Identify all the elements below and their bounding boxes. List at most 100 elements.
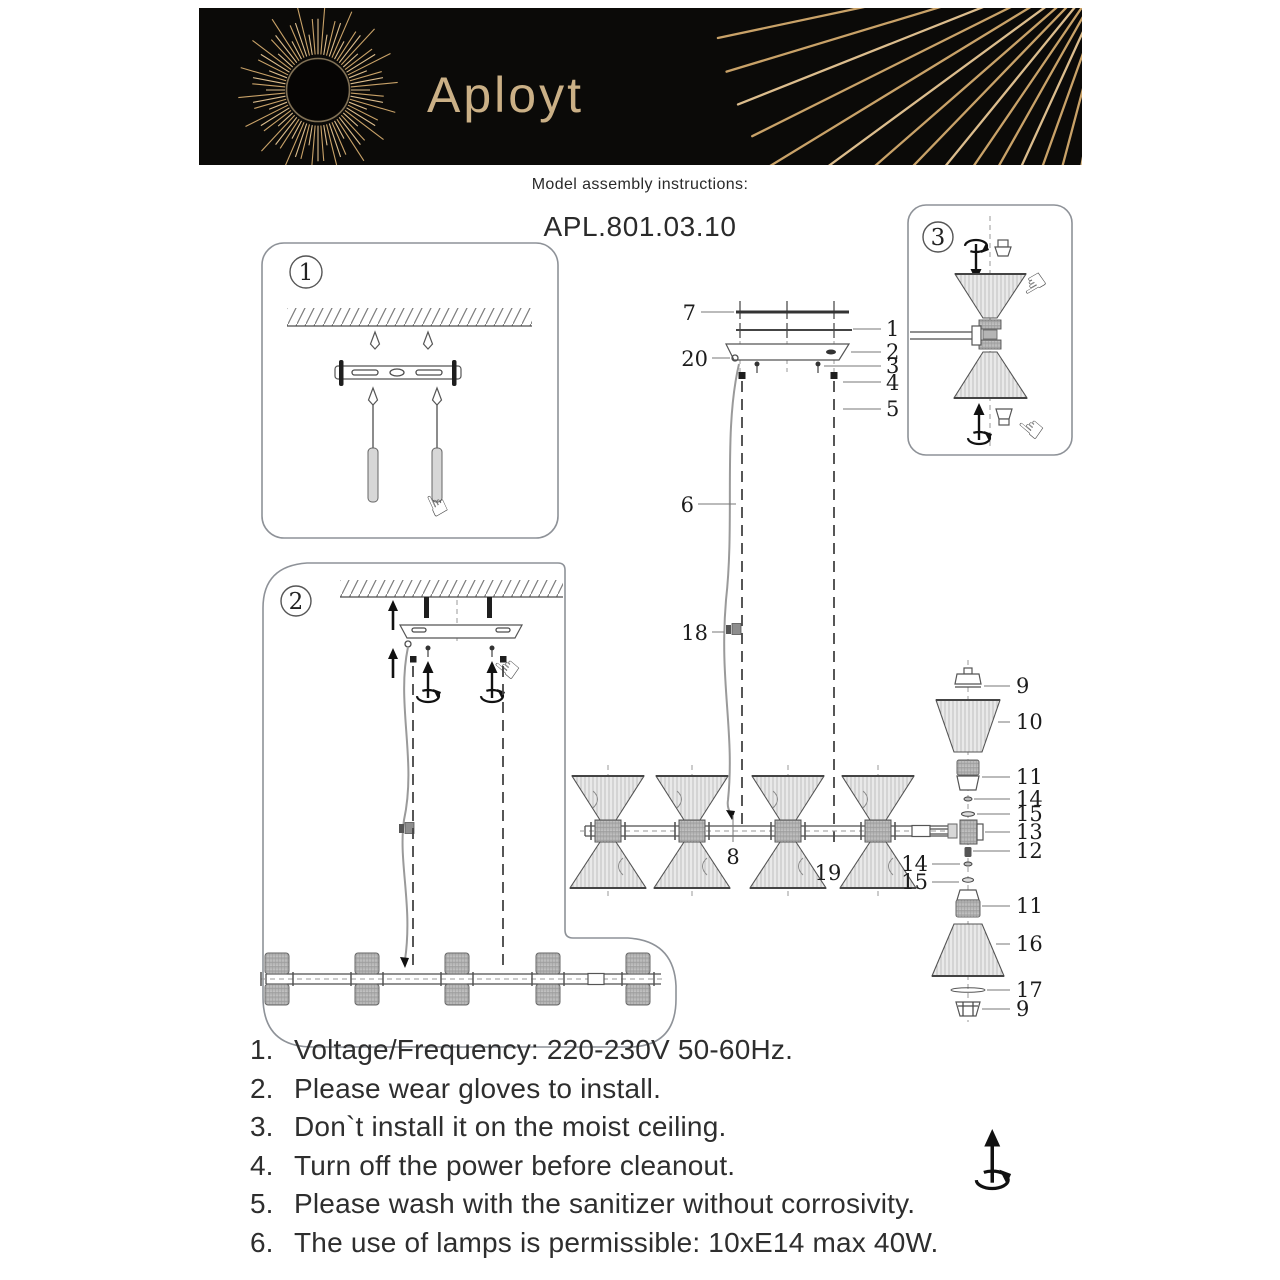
part-label: 19 — [815, 861, 842, 885]
suspension-rod — [431, 387, 443, 503]
part-label: 1 — [886, 317, 899, 341]
part-label: 11 — [1016, 765, 1043, 789]
parts-column — [930, 660, 1005, 1022]
instruction-item: 6. The use of lamps is permissible: 10xE… — [250, 1226, 1080, 1265]
cable-stopper — [738, 372, 746, 379]
socket-part — [955, 889, 981, 918]
cap-part — [955, 1001, 981, 1017]
part-label: 14 — [1016, 787, 1043, 811]
corner-rays-decoration — [716, 8, 1082, 165]
instruction-item: 4. Turn off the power before cleanout. — [250, 1149, 1080, 1188]
up-arrow-icon — [386, 598, 400, 632]
part-label: 20 — [681, 347, 708, 371]
ceiling-hatch — [340, 580, 563, 598]
cord-arrow — [726, 810, 735, 820]
instruction-number: 5. — [250, 1188, 274, 1220]
model-number: APL.801.03.10 — [543, 211, 737, 242]
cord-hook — [404, 640, 412, 648]
ceiling-screw — [424, 597, 429, 618]
part-label: 17 — [1016, 978, 1043, 1002]
ceiling-screw — [487, 597, 492, 618]
instruction-list: 1. Voltage/Frequency: 220-230V 50-60Hz. … — [250, 1033, 1080, 1265]
cord-arrow — [400, 957, 409, 968]
joint-part — [930, 819, 984, 845]
mounting-bracket — [334, 360, 462, 386]
part-label: 13 — [1016, 820, 1043, 844]
ring-part — [963, 796, 973, 802]
canopy-screws — [754, 361, 821, 373]
part-label: 3 — [886, 354, 899, 378]
instruction-number: 3. — [250, 1111, 274, 1143]
washer-part — [962, 877, 974, 883]
step-number: 2 — [289, 589, 304, 615]
cable-stopper — [500, 656, 507, 663]
part-label: 6 — [681, 493, 694, 517]
banner-graphic: Aployt — [199, 8, 1082, 165]
part-label: 15 — [901, 870, 928, 894]
part-label: 14 — [901, 852, 928, 876]
socket-part — [956, 759, 980, 791]
part-label: 10 — [1016, 710, 1043, 734]
hourglass-shade — [953, 273, 1029, 399]
ceiling-hatch — [287, 308, 532, 327]
ring-part — [950, 987, 986, 993]
fixture-bar — [261, 972, 666, 986]
cable-stopper — [410, 656, 417, 663]
fixture-arm — [910, 325, 982, 346]
step-number: 3 — [931, 225, 946, 251]
finial-cap — [994, 239, 1012, 257]
ceiling-stud — [369, 331, 381, 350]
sunburst-logo-icon — [238, 8, 398, 165]
instruction-text: Please wear gloves to install. — [294, 1072, 662, 1104]
part-label: 11 — [1016, 894, 1043, 918]
part-label: 9 — [1016, 997, 1029, 1021]
canopy-plate — [398, 624, 524, 639]
part-label: 5 — [886, 397, 899, 421]
upper-shade-part — [935, 699, 1001, 753]
part-label: 15 — [1016, 802, 1043, 826]
finial-cap — [995, 408, 1013, 426]
hand-icon: ☞ — [416, 484, 459, 523]
ring-part — [963, 861, 973, 867]
part-labels: 7 20 6 18 1 2 3 4 5 — [681, 301, 1043, 1021]
cord-connector — [399, 822, 415, 834]
instruction-item: 5. Please wash with the sanitizer withou… — [250, 1187, 1080, 1226]
washer-part — [961, 811, 975, 817]
cable-stopper — [830, 372, 838, 379]
part-label: 12 — [1016, 839, 1043, 863]
step-3-badge — [922, 221, 954, 253]
page-title: Model assembly instructions: — [531, 176, 749, 193]
sunburst-glow-ring — [285, 57, 351, 123]
cap-part — [954, 667, 982, 688]
instruction-number: 4. — [250, 1149, 274, 1181]
header-banner: Aployt — [199, 8, 1082, 165]
step-number: 1 — [299, 260, 314, 286]
canopy — [725, 343, 851, 361]
cord-connector — [726, 623, 742, 635]
exploded-view-diagram: 7 20 6 18 1 2 3 4 5 — [569, 301, 1043, 1022]
part-label: 8 — [726, 845, 739, 869]
step-2-badge — [280, 585, 312, 617]
instruction-text: Turn off the power before cleanout. — [294, 1149, 736, 1181]
lower-shade-part — [931, 923, 1005, 977]
sunburst-center — [288, 60, 348, 120]
rotate-arrow-icon — [415, 659, 443, 704]
part-label: 9 — [1016, 674, 1029, 698]
step-1-badge — [289, 255, 323, 289]
up-arrow-icon — [386, 646, 400, 680]
suspension-rod — [367, 387, 379, 503]
instruction-number: 6. — [250, 1226, 274, 1258]
part-label: 2 — [886, 340, 899, 364]
instruction-text: Voltage/Frequency: 220-230V 50-60Hz. — [294, 1034, 794, 1065]
canopy-screws — [425, 645, 495, 657]
part-label: 16 — [1016, 932, 1043, 956]
step-1-border — [261, 242, 559, 539]
instruction-text: Don`t install it on the moist ceiling. — [294, 1111, 727, 1143]
part-label: 18 — [681, 621, 708, 645]
rotate-arrow-icon — [966, 401, 994, 446]
hand-icon: ☞ — [1010, 405, 1053, 449]
step-2-diagram: 2 ☞ — [260, 562, 677, 1048]
instruction-item: 1. Voltage/Frequency: 220-230V 50-60Hz. — [250, 1033, 1080, 1072]
